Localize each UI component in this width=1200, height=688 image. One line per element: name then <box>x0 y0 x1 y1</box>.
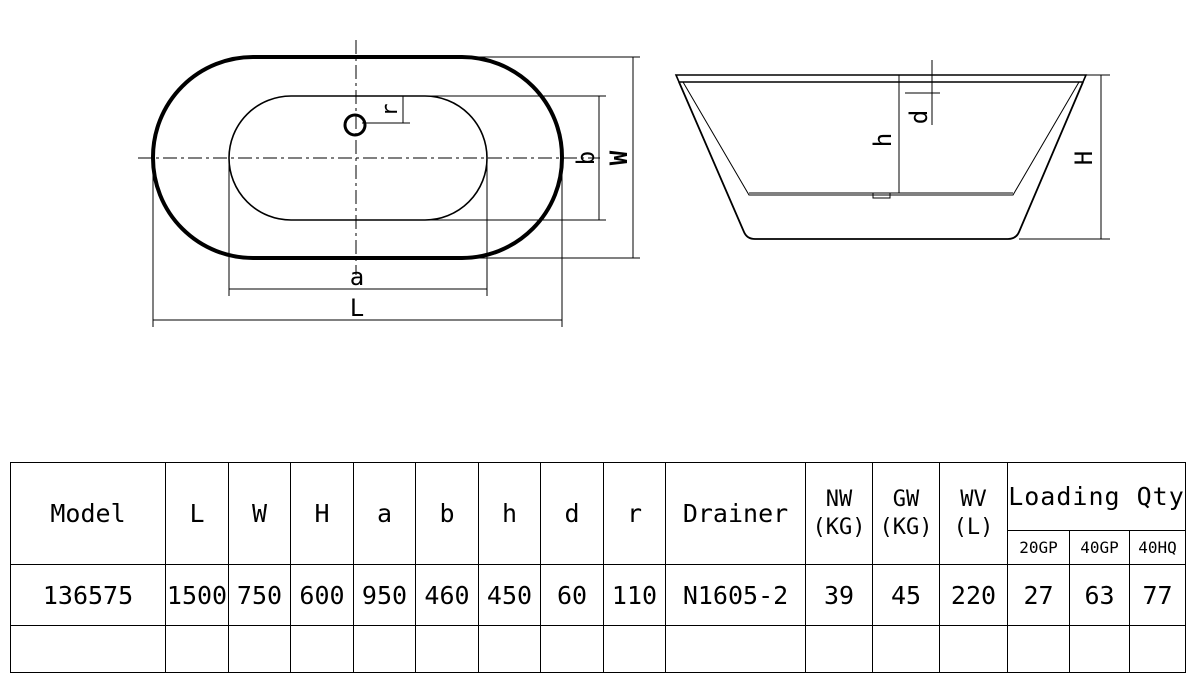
empty-cell <box>872 625 940 673</box>
outer-rim-outline <box>151 55 564 260</box>
w-label: W <box>605 150 633 165</box>
header-model: Model <box>10 462 166 565</box>
empty-cell <box>1007 625 1070 673</box>
header-nw-line1: NW <box>825 486 853 512</box>
header-wv-line2: (L) <box>953 514 994 540</box>
empty-cell <box>603 625 666 673</box>
cell-d: 60 <box>540 564 604 626</box>
inner-basin-outline <box>228 95 488 221</box>
header-h-total: H <box>290 462 354 565</box>
header-nw: NW(KG) <box>805 462 873 565</box>
empty-cell <box>228 625 291 673</box>
outer-shell <box>678 81 1084 240</box>
header-gw-line2: (KG) <box>879 514 933 540</box>
cell-gw: 45 <box>872 564 940 626</box>
table-row: 136575 1500 750 600 950 460 450 60 110 N… <box>10 564 1186 626</box>
header-d: d <box>540 462 604 565</box>
inner-wall <box>682 81 1080 196</box>
header-40gp: 40GP <box>1069 530 1130 565</box>
header-wv: WV(L) <box>939 462 1008 565</box>
empty-cell <box>353 625 416 673</box>
empty-cell <box>805 625 873 673</box>
header-40hq: 40HQ <box>1129 530 1186 565</box>
bathtub-technical-drawing: r b W a L d h H <box>138 40 1110 327</box>
cell-20gp: 27 <box>1007 564 1070 626</box>
header-h: h <box>478 462 541 565</box>
cell-b: 460 <box>415 564 479 626</box>
empty-cell <box>415 625 479 673</box>
cell-a: 950 <box>353 564 416 626</box>
rim-outline <box>674 74 1088 83</box>
r-label: r <box>378 103 403 116</box>
empty-cell <box>10 625 166 673</box>
empty-cell <box>1129 625 1186 673</box>
cell-r: 110 <box>603 564 666 626</box>
cell-nw: 39 <box>805 564 873 626</box>
header-l: L <box>165 462 229 565</box>
header-wv-line1: WV <box>960 486 987 512</box>
empty-cell <box>1069 625 1130 673</box>
header-gw: GW(KG) <box>872 462 940 565</box>
cell-l: 1500 <box>165 564 229 626</box>
header-w: W <box>228 462 291 565</box>
b-label: b <box>572 151 600 165</box>
cell-wv: 220 <box>939 564 1008 626</box>
header-20gp: 20GP <box>1007 530 1070 565</box>
l-label: L <box>350 294 364 322</box>
drain-hole <box>343 113 367 137</box>
header-gw-line1: GW <box>892 486 920 512</box>
empty-cell <box>665 625 806 673</box>
specification-table: Model L W H a b h d r Drainer NW(KG) GW(… <box>10 462 1186 673</box>
side-view <box>674 60 1110 240</box>
cell-w: 750 <box>228 564 291 626</box>
cell-40gp: 63 <box>1069 564 1130 626</box>
cell-drainer: N1605-2 <box>665 564 806 626</box>
empty-cell <box>290 625 354 673</box>
h-total-label: H <box>1070 151 1098 165</box>
side-view-labels: d h H <box>869 110 1098 165</box>
top-view <box>138 40 640 327</box>
header-b: b <box>415 462 479 565</box>
header-r: r <box>603 462 666 565</box>
header-drainer: Drainer <box>665 462 806 565</box>
d-label: d <box>905 110 933 124</box>
top-view-labels: r b W a L <box>350 103 633 322</box>
drain-plug <box>872 192 891 199</box>
header-a: a <box>353 462 416 565</box>
empty-cell <box>939 625 1008 673</box>
cell-model: 136575 <box>10 564 166 626</box>
empty-cell <box>165 625 229 673</box>
cell-h: 450 <box>478 564 541 626</box>
empty-table-row <box>10 625 1186 673</box>
header-loading-qty: Loading Qty <box>1007 462 1186 531</box>
empty-cell <box>540 625 604 673</box>
h-label: h <box>869 133 897 147</box>
a-label: a <box>350 263 364 291</box>
cell-40hq: 77 <box>1129 564 1186 626</box>
cell-h-total: 600 <box>290 564 354 626</box>
header-nw-line2: (KG) <box>812 514 866 540</box>
empty-cell <box>478 625 541 673</box>
